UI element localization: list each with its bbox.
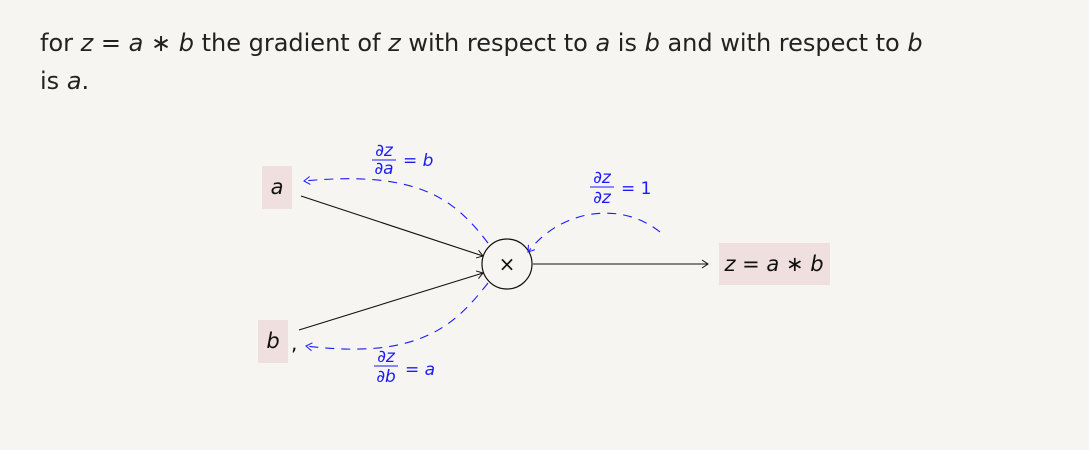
comma: ,	[291, 331, 297, 355]
rhs: = 1	[621, 179, 651, 199]
multiply-node: ×	[481, 238, 533, 290]
numerator: ∂z	[377, 347, 396, 367]
node-b-label: b	[266, 329, 279, 353]
multiply-icon: ×	[499, 252, 516, 276]
denominator: ∂b	[376, 367, 396, 387]
node-b: b ,	[258, 320, 297, 363]
text: ∗	[143, 29, 179, 57]
math-var: a	[66, 67, 82, 95]
node-z-label: z = a ∗ b	[723, 252, 823, 276]
gradient-label-dz: ∂z ∂z = 1	[590, 168, 651, 208]
math-var: a	[128, 29, 144, 57]
numerator: ∂z	[593, 168, 612, 188]
text: and with respect to	[659, 29, 908, 57]
text: for	[40, 29, 81, 57]
numerator: ∂z	[375, 141, 394, 161]
text: the gradient of	[193, 29, 389, 57]
text: is	[40, 67, 67, 95]
node-a: a	[262, 166, 292, 209]
math-var: z	[80, 29, 94, 57]
node-a-label: a	[271, 175, 284, 199]
math-var: b	[907, 29, 923, 57]
text: .	[81, 67, 90, 95]
text: is	[610, 29, 645, 57]
rhs: = a	[405, 360, 435, 380]
rhs: = b	[403, 151, 433, 171]
math-var: a	[595, 29, 611, 57]
text: with respect to	[400, 29, 596, 57]
math-var: b	[178, 29, 194, 57]
edge-a-to-multiply	[300, 195, 484, 259]
gradient-label-db: ∂z ∂b = a	[374, 347, 435, 387]
text: =	[93, 29, 129, 57]
gradient-edge-a	[303, 176, 489, 244]
denominator: ∂a	[374, 159, 393, 179]
math-var: b	[644, 29, 660, 57]
edge-b-to-multiply	[298, 270, 484, 331]
denominator: ∂z	[593, 188, 612, 208]
node-z: z = a ∗ b	[719, 243, 830, 285]
gradient-edge-b	[305, 282, 489, 352]
gradient-edge-z	[527, 212, 661, 253]
math-var: z	[388, 29, 401, 57]
description-paragraph: for z = a ∗ b the gradient of z with res…	[40, 24, 1060, 100]
gradient-label-da: ∂z ∂a = b	[372, 141, 433, 179]
